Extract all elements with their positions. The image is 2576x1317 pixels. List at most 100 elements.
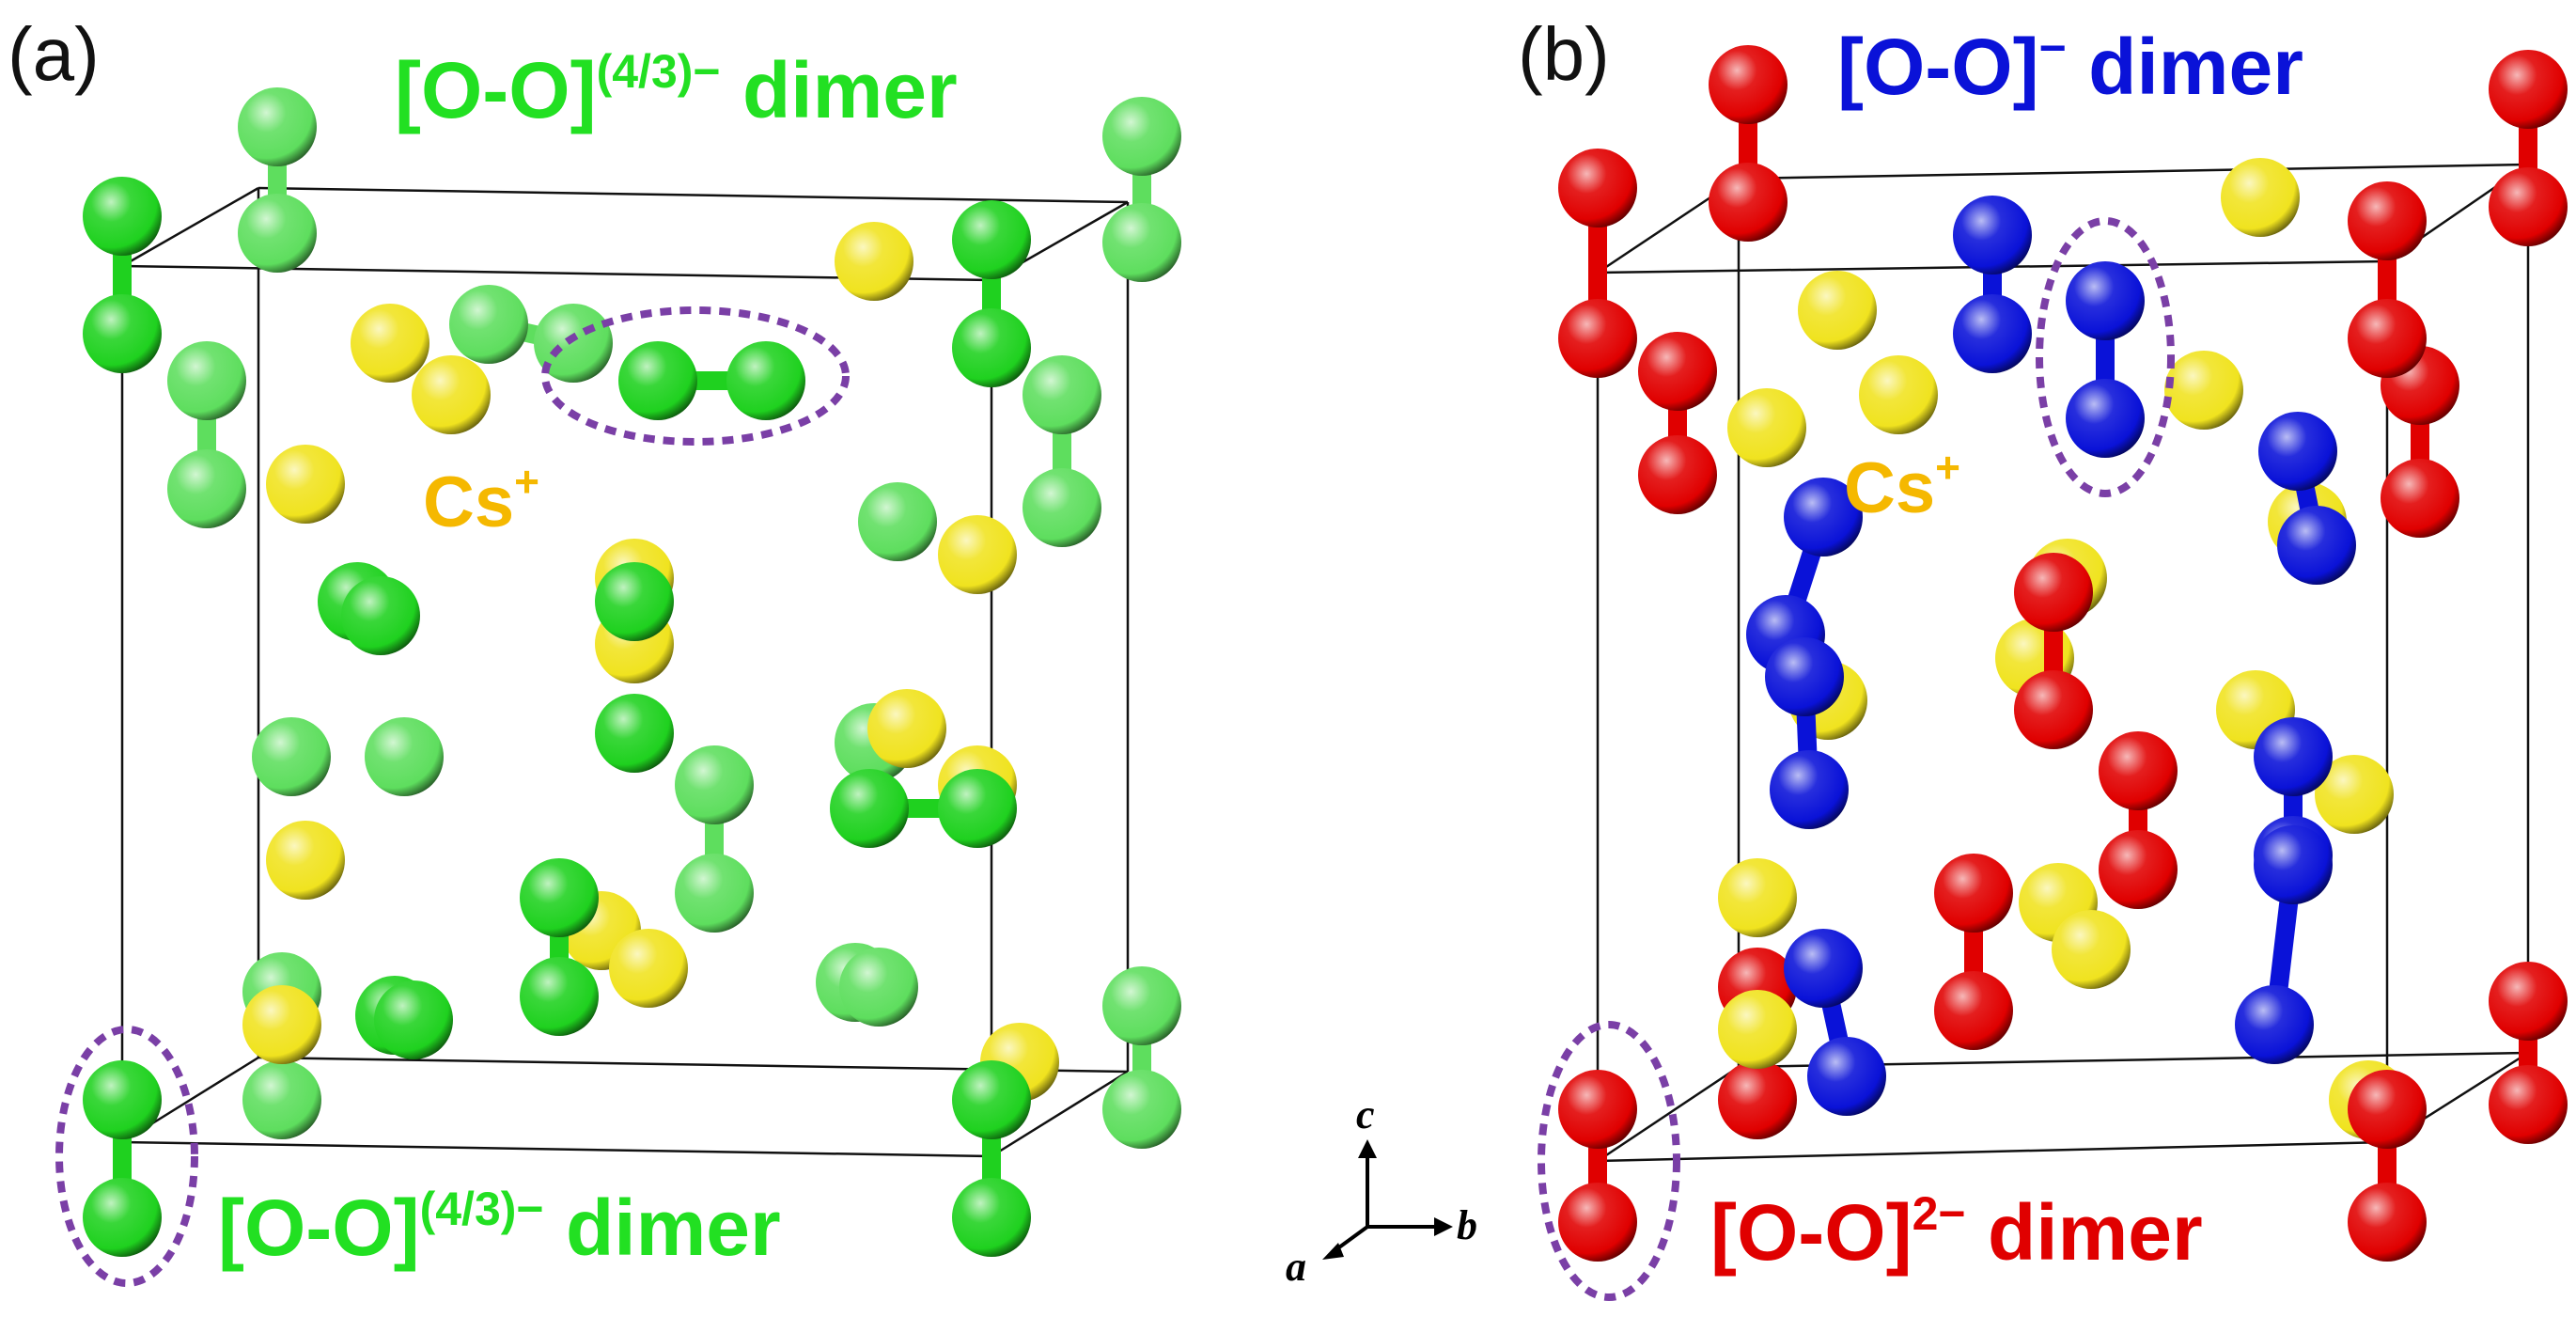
oxygen-atom bbox=[2099, 731, 2178, 810]
cs-atom bbox=[2164, 351, 2243, 430]
oxygen-atom bbox=[1102, 1070, 1181, 1149]
oxygen-atom bbox=[2066, 261, 2145, 340]
oxygen-atom bbox=[952, 200, 1031, 279]
oxygen-atom bbox=[2348, 181, 2427, 260]
atom-sphere bbox=[595, 562, 674, 641]
oxygen-atom bbox=[1934, 854, 2013, 933]
cs-atom bbox=[266, 821, 345, 900]
oxygen-atom bbox=[83, 1060, 162, 1139]
cs-atom bbox=[2221, 158, 2300, 237]
axis-indicator: c b a bbox=[1286, 1091, 1477, 1290]
cs-atom bbox=[242, 985, 321, 1064]
unit-cell-edge bbox=[121, 1140, 992, 1158]
title-bottom-a: [O-O](4/3)− dimer bbox=[218, 1183, 781, 1272]
oxygen-atom bbox=[1638, 332, 1717, 411]
oxygen-atom bbox=[1558, 1070, 1637, 1149]
title-top-a-sup: (4/3)− bbox=[597, 45, 721, 98]
axis-c-label: c bbox=[1356, 1091, 1375, 1137]
axis-a-label: a bbox=[1286, 1244, 1306, 1290]
oxygen-atom bbox=[2348, 1070, 2427, 1149]
title-top-a-suffix: dimer bbox=[721, 46, 958, 134]
oxygen-atom bbox=[534, 304, 613, 383]
title-bottom-a-main: [O-O] bbox=[218, 1184, 420, 1272]
axis-b-label: b bbox=[1457, 1202, 1477, 1248]
oxygen-atom bbox=[2489, 50, 2568, 129]
cs-atom bbox=[2052, 910, 2131, 989]
oxygen-atom bbox=[830, 769, 909, 848]
dimer-highlight-ring bbox=[1538, 1021, 1680, 1301]
atom-sphere bbox=[858, 482, 937, 561]
oxygen-atom bbox=[1765, 637, 1844, 716]
oxygen-atom bbox=[1784, 929, 1863, 1008]
oxygen-atom bbox=[675, 854, 754, 933]
cs-atom bbox=[266, 445, 345, 524]
oxygen-atom bbox=[726, 341, 805, 420]
unit-cell-edge bbox=[258, 186, 1129, 204]
title-bottom-a-sup: (4/3)− bbox=[420, 1183, 544, 1235]
oxygen-atom bbox=[83, 177, 162, 256]
title-bottom-b: [O-O]2− dimer bbox=[1710, 1187, 2203, 1277]
cs-atom bbox=[351, 304, 429, 383]
oxygen-atom bbox=[1102, 97, 1181, 176]
oxygen-atom bbox=[2489, 962, 2568, 1041]
title-top-a-main: [O-O] bbox=[395, 46, 597, 134]
cs-label-a: Cs+ bbox=[423, 457, 539, 542]
title-top-b-sup: − bbox=[2039, 22, 2067, 74]
oxygen-atom bbox=[1558, 1183, 1637, 1262]
oxygen-atom bbox=[167, 341, 246, 420]
cs-atom bbox=[1718, 858, 1797, 937]
title-top-b-main: [O-O] bbox=[1837, 23, 2039, 111]
oxygen-atom bbox=[618, 341, 697, 420]
cs-label-b-main: Cs bbox=[1844, 448, 1935, 528]
oxygen-atom bbox=[1953, 196, 2032, 274]
unit-cell-edge bbox=[121, 186, 259, 268]
oxygen-atom bbox=[675, 745, 754, 824]
dimer-highlight-ring bbox=[55, 1026, 198, 1287]
dimer-highlights-a bbox=[55, 306, 850, 1287]
title-top-a: [O-O](4/3)− dimer bbox=[395, 45, 958, 134]
panel-label-a: (a) bbox=[8, 12, 100, 96]
cs-atom bbox=[1727, 388, 1806, 467]
atom-sphere bbox=[374, 980, 453, 1059]
atoms-a bbox=[83, 87, 1181, 1257]
oxygen-atom bbox=[520, 957, 599, 1036]
oxygen-atom bbox=[167, 449, 246, 528]
cs-label-b-sup: + bbox=[1935, 443, 1960, 492]
cs-atom bbox=[1859, 355, 1938, 434]
cs-label-a-main: Cs bbox=[423, 463, 514, 542]
oxygen-atom bbox=[2099, 830, 2178, 909]
oxygen-atom bbox=[952, 1178, 1031, 1257]
oxygen-atom bbox=[952, 1060, 1031, 1139]
oxygen-atom bbox=[2014, 670, 2093, 749]
oxygen-atom bbox=[2254, 825, 2333, 904]
oxygen-atom bbox=[952, 308, 1031, 387]
oxygen-atom bbox=[2277, 506, 2356, 585]
oxygen-atom bbox=[1558, 299, 1637, 378]
atom-sphere bbox=[252, 717, 331, 796]
cs-label-a-sup: + bbox=[514, 457, 539, 506]
oxygen-atom bbox=[1953, 294, 2032, 373]
oxygen-atom bbox=[1023, 355, 1101, 434]
atoms-b bbox=[1558, 45, 2568, 1262]
unit-cell-edge bbox=[1738, 163, 2529, 180]
title-top-b-suffix: dimer bbox=[2067, 23, 2303, 111]
unit-cell-edge bbox=[1597, 1065, 1740, 1163]
oxygen-atom bbox=[1784, 478, 1863, 557]
oxygen-atom bbox=[1807, 1037, 1886, 1116]
oxygen-atom bbox=[1558, 149, 1637, 227]
title-bottom-b-suffix: dimer bbox=[1966, 1188, 2203, 1277]
oxygen-atom bbox=[1718, 1060, 1797, 1139]
panel-label-b: (b) bbox=[1518, 12, 1610, 96]
cs-atom bbox=[2315, 755, 2394, 834]
atom-sphere bbox=[595, 694, 674, 773]
oxygen-atom bbox=[238, 87, 317, 166]
oxygen-atom bbox=[2014, 553, 2093, 632]
cs-atom bbox=[412, 355, 491, 434]
oxygen-atom bbox=[1102, 203, 1181, 282]
atom-sphere bbox=[839, 948, 918, 1027]
panel-b: (b) [O-O]− dimer [O-O]2− dimer Cs+ bbox=[1518, 12, 2568, 1301]
cs-atom bbox=[867, 689, 946, 768]
title-bottom-b-main: [O-O] bbox=[1710, 1188, 1912, 1277]
oxygen-atom bbox=[83, 1178, 162, 1257]
